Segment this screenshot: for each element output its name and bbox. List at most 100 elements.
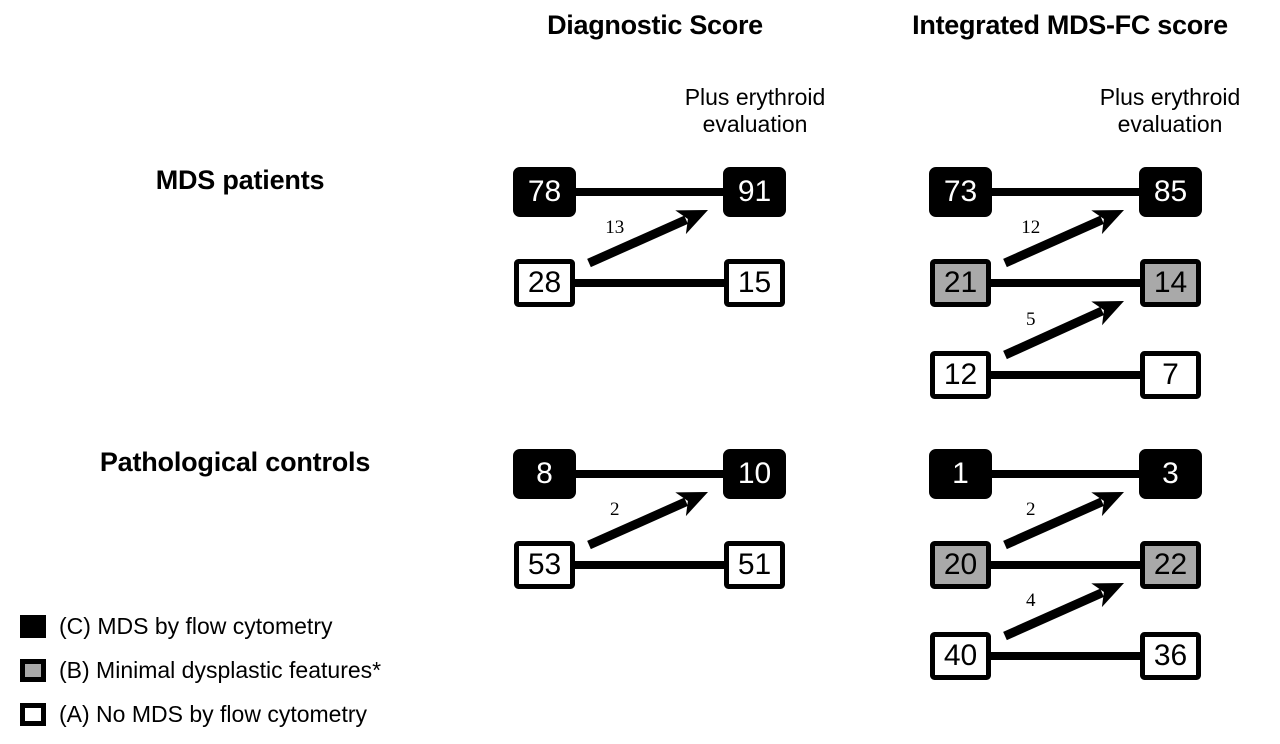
box-value: 7 <box>1162 358 1179 391</box>
box-value: 10 <box>738 457 771 490</box>
arrow-shaft <box>587 215 688 268</box>
box-value: 21 <box>944 266 977 299</box>
arrow-label: 13 <box>605 217 624 238</box>
arrow-head <box>1091 210 1124 235</box>
arrow-label: 2 <box>610 499 620 520</box>
box-after-c: 91 <box>723 167 786 217</box>
arrow-b-to-c: 12 <box>1003 210 1124 268</box>
box-value: 1 <box>952 457 969 490</box>
arrow-a-to-b: 4 <box>1003 583 1124 641</box>
box-rect <box>930 632 991 680</box>
box-before-b: 21 <box>930 259 991 307</box>
box-rect <box>723 167 786 217</box>
legend-swatch-gray-icon <box>20 658 46 682</box>
legend-item-black: (C) MDS by flow cytometry <box>20 604 540 648</box>
arrow-label: 2 <box>1026 499 1036 520</box>
arrow-label: 12 <box>1021 217 1040 238</box>
arrow-shaft <box>587 497 688 550</box>
box-after-c: 85 <box>1139 167 1202 217</box>
legend-item-gray: (B) Minimal dysplastic features* <box>20 648 540 692</box>
box-value: 14 <box>1154 266 1187 299</box>
box-before-c: 78 <box>513 167 576 217</box>
box-after-c: 3 <box>1139 449 1202 499</box>
arrow-shaft <box>1003 588 1104 641</box>
box-rect <box>513 449 576 499</box>
box-value: 53 <box>528 548 561 581</box>
arrow-shaft <box>1003 215 1104 268</box>
box-after-a: 7 <box>1140 351 1201 399</box>
column-title-diagnostic-score: Diagnostic Score <box>547 10 763 40</box>
legend-swatch-black-icon <box>20 614 46 638</box>
box-after-b: 14 <box>1140 259 1201 307</box>
legend: (C) MDS by flow cytometry (B) Minimal dys… <box>20 604 540 736</box>
arrow-label: 4 <box>1026 590 1036 611</box>
box-rect <box>514 541 575 589</box>
box-value: 36 <box>1154 639 1187 672</box>
box-rect <box>724 259 785 307</box>
legend-item-white: (A) No MDS by flow cytometry <box>20 692 540 736</box>
box-rect <box>929 449 992 499</box>
box-rect <box>930 351 991 399</box>
box-value: 78 <box>528 175 561 208</box>
arrow-label: 5 <box>1026 309 1036 330</box>
box-rect <box>1140 632 1201 680</box>
box-rect <box>1140 351 1201 399</box>
box-value: 3 <box>1162 457 1179 490</box>
box-value: 85 <box>1154 175 1187 208</box>
row-label-mds-patients: MDS patients <box>155 165 325 195</box>
arrow-head <box>675 492 708 517</box>
box-value: 22 <box>1154 548 1187 581</box>
box-value: 8 <box>536 457 553 490</box>
legend-label: (C) MDS by flow cytometry <box>59 612 333 639</box>
arrow-head <box>675 210 708 235</box>
box-value: 51 <box>738 548 771 581</box>
box-rect <box>1139 449 1202 499</box>
box-value: 73 <box>944 175 977 208</box>
box-before-a: 53 <box>514 541 575 589</box>
box-value: 12 <box>944 358 977 391</box>
box-before-a: 40 <box>930 632 991 680</box>
box-before-a: 12 <box>930 351 991 399</box>
box-rect <box>724 541 785 589</box>
box-before-c: 8 <box>513 449 576 499</box>
arrow-head <box>1091 583 1124 608</box>
box-rect <box>723 449 786 499</box>
box-rect <box>513 167 576 217</box>
box-rect <box>1140 259 1201 307</box>
box-rect <box>929 167 992 217</box>
column-title-integrated-mds-fc-score: Integrated MDS-FC score <box>912 10 1228 40</box>
box-after-a: 15 <box>724 259 785 307</box>
box-after-a: 51 <box>724 541 785 589</box>
box-rect <box>930 259 991 307</box>
legend-label: (A) No MDS by flow cytometry <box>59 700 367 727</box>
box-rect <box>514 259 575 307</box>
arrow-shaft <box>1003 497 1104 550</box>
arrow-a-to-b: 5 <box>1003 301 1124 360</box>
arrow-b-to-c: 2 <box>1003 492 1124 550</box>
arrow-a-to-c: 2 <box>587 492 708 550</box>
box-before-c: 73 <box>929 167 992 217</box>
box-value: 40 <box>944 639 977 672</box>
legend-swatch-white-icon <box>20 702 46 726</box>
arrow-head <box>1091 301 1124 326</box>
box-value: 20 <box>944 548 977 581</box>
box-before-a: 28 <box>514 259 575 307</box>
box-value: 15 <box>738 266 771 299</box>
box-rect <box>1140 541 1201 589</box>
box-before-b: 20 <box>930 541 991 589</box>
box-after-b: 22 <box>1140 541 1201 589</box>
box-after-a: 36 <box>1140 632 1201 680</box>
arrow-a-to-c: 13 <box>587 210 708 268</box>
box-rect <box>1139 167 1202 217</box>
arrow-shaft <box>1003 306 1105 360</box>
legend-label: (B) Minimal dysplastic features* <box>59 656 382 683</box>
row-label-pathological-controls: Pathological controls <box>99 447 371 477</box>
box-value: 28 <box>528 266 561 299</box>
arrow-head <box>1091 492 1124 517</box>
box-rect <box>930 541 991 589</box>
box-after-c: 10 <box>723 449 786 499</box>
box-before-c: 1 <box>929 449 992 499</box>
